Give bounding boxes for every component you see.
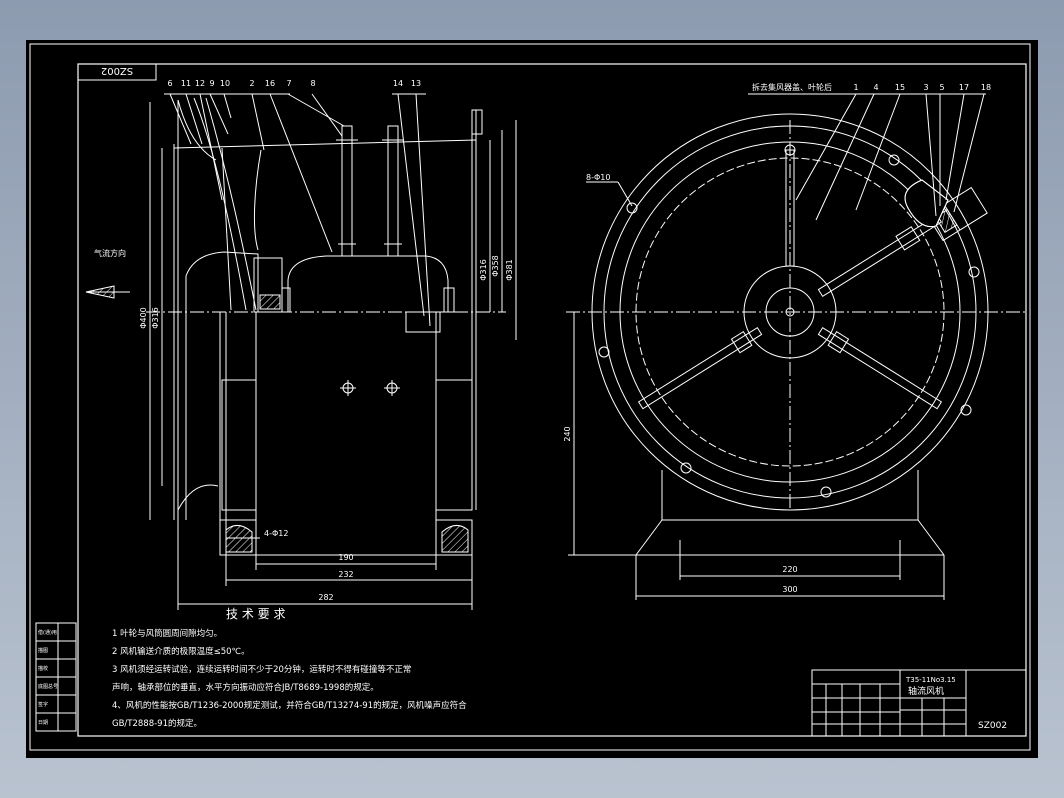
- tech-line-6: GB/T2888-91的规定。: [112, 718, 202, 729]
- corner-drawing-number: SZ002: [101, 65, 133, 76]
- front-view: [566, 93, 1026, 600]
- dim-casing-diameter: Φ316: [479, 259, 488, 281]
- part-label: 12: [195, 79, 205, 88]
- dim-220: 220: [782, 565, 797, 574]
- part-label: 8: [310, 79, 315, 88]
- dim-flange-diameter: Φ358: [491, 255, 500, 277]
- front-view-title: 拆去集风器盖、叶轮后: [752, 82, 832, 92]
- tech-line-3: 3 风机须经运转试验，连续运转时间不少于20分钟，运转时不得有碰撞等不正常: [112, 664, 411, 675]
- part-label: 15: [895, 83, 905, 92]
- strip-row: 借(通)用: [38, 629, 57, 636]
- strip-row: 日期: [38, 720, 48, 726]
- strip-row: 描校: [38, 665, 48, 672]
- part-label: 11: [181, 79, 191, 88]
- side-view: [85, 93, 517, 610]
- front-hole-note: 8-Φ10: [586, 173, 610, 182]
- part-label: 3: [923, 83, 928, 92]
- part-label: 9: [209, 79, 214, 88]
- model-number: T35-11No3.15: [905, 676, 956, 684]
- part-label: 18: [981, 83, 991, 92]
- tech-heading: 技 术 要 求: [226, 607, 285, 621]
- dim-hole-note: 4-Φ12: [264, 529, 288, 538]
- tech-line-5: 4、风机的性能按GB/T1236-2000规定测试，并符合GB/T13274-9…: [112, 700, 467, 711]
- tech-line-1: 1 叶轮与风筒圆周间隙均匀。: [112, 628, 222, 639]
- part-label: 13: [411, 79, 421, 88]
- tech-line-2: 2 风机输送介质的极限温度≤50℃。: [112, 646, 250, 657]
- part-label: 17: [959, 83, 969, 92]
- part-label: 10: [220, 79, 230, 88]
- part-label: 6: [167, 79, 172, 88]
- part-label: 16: [265, 79, 275, 88]
- inner-border: [77, 63, 1027, 737]
- product-name: 轴流风机: [908, 685, 944, 697]
- part-label: 7: [286, 79, 291, 88]
- tech-requirements: 技 术 要 求 1 叶轮与风筒圆周间隙均匀。 2 风机输送介质的极限温度≤50℃…: [112, 607, 467, 729]
- left-strip: [35, 622, 77, 732]
- left-strip-labels: 借(通)用 描图 描校 底图总号 签字 日期: [38, 629, 58, 726]
- part-label: 4: [873, 83, 878, 92]
- strip-row: 签字: [38, 701, 48, 708]
- dim-282: 282: [318, 593, 333, 602]
- drawing-number: SZ002: [978, 721, 1007, 731]
- dim-outer-diameter: Φ381: [505, 259, 514, 281]
- front-view-labels: 拆去集风器盖、叶轮后 1 4 15 3 5 17 18 8-Φ10 240 22…: [563, 82, 991, 594]
- dim-inner-diameter: Φ316: [151, 307, 160, 329]
- part-label: 5: [939, 83, 944, 92]
- airflow-label: 气流方向: [94, 248, 126, 258]
- strip-row: 描图: [38, 647, 48, 654]
- cad-drawing: SZ002: [29, 43, 1031, 751]
- dim-232: 232: [338, 570, 353, 579]
- part-label: 2: [249, 79, 254, 88]
- part-label: 1: [853, 83, 858, 92]
- part-label: 14: [393, 79, 403, 88]
- outer-border: [29, 43, 1031, 751]
- corner-number-box: [77, 63, 157, 81]
- title-block-text: T35-11No3.15 轴流风机 SZ002: [905, 676, 1007, 731]
- side-view-dimensions: 气流方向 Φ400 Φ316 Φ316 Φ358 Φ381 4-Φ12 190 …: [94, 248, 514, 602]
- tech-line-4: 声响，轴承部位的垂直，水平方向振动应符合JB/T8689-1998的规定。: [112, 682, 379, 693]
- dim-overall-diameter: Φ400: [139, 307, 148, 329]
- strip-row: 底图总号: [38, 683, 58, 690]
- dim-300: 300: [782, 585, 797, 594]
- drawing-sheet: SZ002: [26, 40, 1038, 758]
- dim-190: 190: [338, 553, 353, 562]
- dim-240: 240: [563, 426, 572, 441]
- title-block: [811, 669, 1027, 737]
- side-view-part-labels: 6 11 12 9 10 2 16 7 8 14 13: [167, 79, 421, 88]
